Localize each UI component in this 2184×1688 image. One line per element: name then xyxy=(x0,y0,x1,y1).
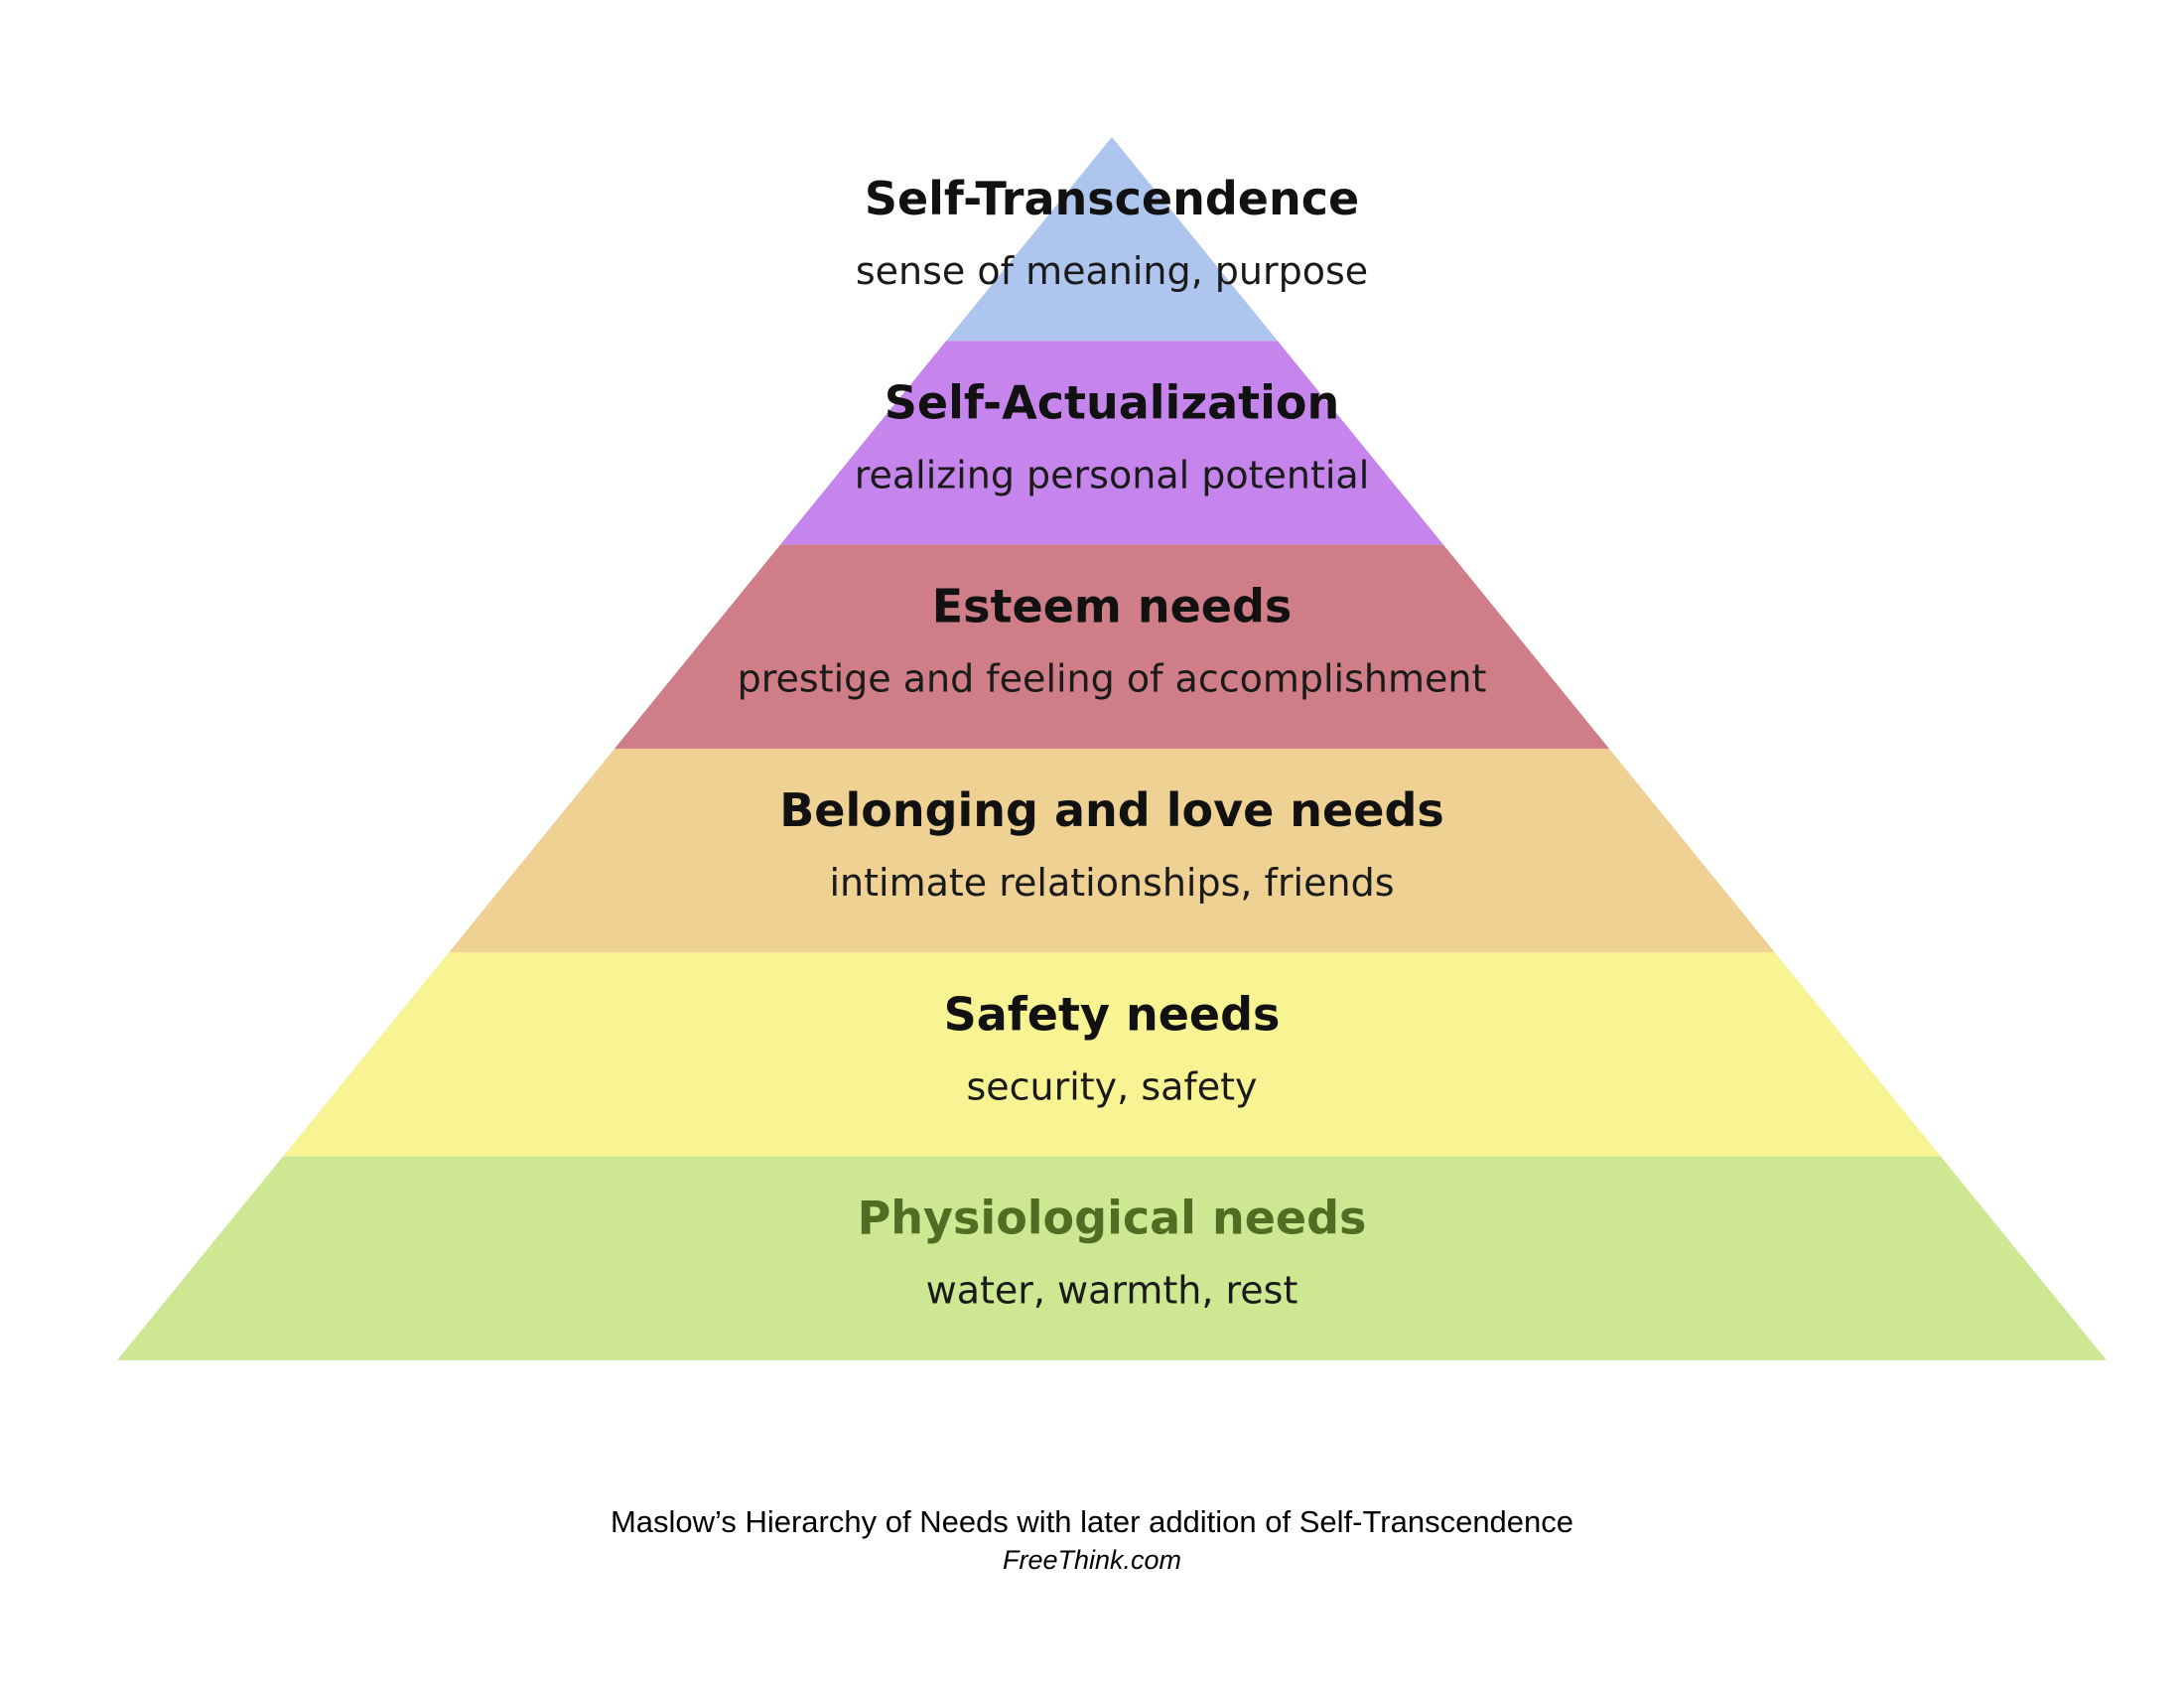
tier-title-6: Physiological needs xyxy=(858,1192,1367,1245)
tier-title-2: Self-Actualization xyxy=(885,375,1340,429)
tier-description-1: sense of meaning, purpose xyxy=(856,249,1368,293)
tier-description-6: water, warmth, rest xyxy=(926,1269,1298,1313)
tier-title-4: Belonging and love needs xyxy=(779,783,1444,837)
pyramid-tier-3 xyxy=(614,544,1609,749)
diagram-caption: Maslow’s Hierarchy of Needs with later a… xyxy=(610,1504,1574,1539)
tier-title-3: Esteem needs xyxy=(932,580,1293,633)
tier-title-1: Self-Transcendence xyxy=(865,172,1359,225)
pyramid-tier-5 xyxy=(283,952,1941,1157)
pyramid-tier-6 xyxy=(117,1156,2107,1360)
tier-description-3: prestige and feeling of accomplishment xyxy=(738,657,1487,701)
pyramid-tier-4 xyxy=(449,749,1775,953)
tier-description-5: security, safety xyxy=(966,1064,1257,1108)
pyramid-tier-2 xyxy=(780,341,1443,545)
pyramid-tier-1 xyxy=(946,137,1278,342)
caption-source: FreeThink.com xyxy=(1002,1545,1182,1575)
tier-description-2: realizing personal potential xyxy=(855,453,1370,496)
tier-description-4: intimate relationships, friends xyxy=(829,861,1394,905)
tier-title-5: Safety needs xyxy=(944,987,1281,1041)
